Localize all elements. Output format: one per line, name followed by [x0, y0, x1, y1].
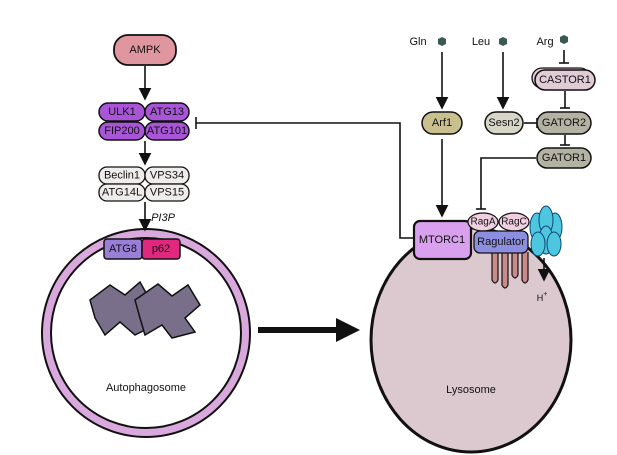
fip200-label: FIP200 [104, 125, 139, 137]
gator1-node [536, 147, 592, 169]
autophagosome-label: Autophagosome [106, 382, 186, 394]
pi3p-label: PI3P [151, 212, 176, 224]
cargo-aggregate [89, 280, 201, 339]
sesn2-label: Sesn2 [488, 117, 519, 129]
ragulator-label: Ragulator [477, 236, 525, 248]
castor1-node [534, 69, 596, 91]
castor1-label: CASTOR1 [539, 74, 591, 86]
ragulator-node [473, 230, 529, 254]
gln-hexagon-icon [438, 37, 446, 46]
gator2-node [536, 111, 592, 135]
ulk1-label: ULK1 [108, 106, 136, 118]
arg-hexagon-icon [560, 35, 568, 44]
beclin1-label: Beclin1 [104, 170, 140, 182]
atg13-label: ATG13 [150, 106, 184, 118]
mtorc1-node [412, 219, 473, 261]
lysosome-label: Lysosome [446, 384, 496, 396]
vps15-label: VPS15 [150, 187, 184, 199]
pi3k-complex [98, 166, 190, 202]
ragc-label: RagC [501, 217, 527, 228]
big-arrowhead [336, 318, 360, 342]
v-atpase [529, 205, 563, 257]
mtorc1-label: MTORC1 [419, 234, 465, 246]
gator2-label: GATOR2 [542, 117, 586, 129]
ampk-label: AMPK [129, 44, 161, 56]
lamtor-anchors [491, 252, 529, 289]
gator1-label: GATOR1 [542, 152, 586, 164]
ampk-node [113, 34, 177, 66]
p62-box [141, 238, 181, 260]
raga-label: RagA [470, 217, 495, 228]
atg8-label: ATG8 [109, 243, 137, 255]
atg14l-label: ATG14L [102, 187, 142, 199]
leu-hexagon-icon [499, 37, 507, 46]
inhibit-mtorc1-ulk [196, 122, 415, 239]
vps34-label: VPS34 [150, 170, 184, 182]
arg-label: Arg [536, 36, 553, 48]
sesn2-node [484, 111, 524, 135]
p62-label: p62 [152, 243, 170, 255]
leu-label: Leu [472, 36, 490, 48]
atg101-label: ATG101 [147, 125, 187, 137]
ulk-complex [98, 102, 190, 141]
gln-label: Gln [409, 36, 426, 48]
proton-label: H+ [537, 291, 548, 304]
inhibit-gator1-rag [480, 157, 536, 209]
lysosome [369, 226, 573, 454]
arf1-node [421, 111, 463, 135]
arf1-label: Arf1 [432, 117, 452, 129]
